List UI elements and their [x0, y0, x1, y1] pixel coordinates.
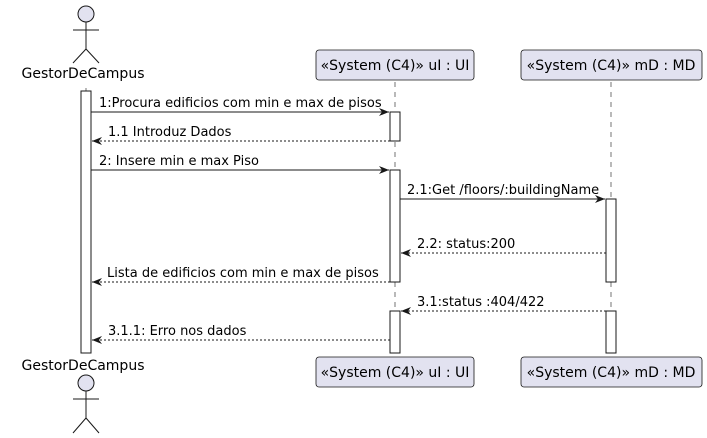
- message-label-m8: 3.1.1: Erro nos dados: [108, 324, 247, 339]
- activation-ui-3: [389, 310, 401, 354]
- participant-box-md-top: [520, 49, 703, 81]
- participant-box-ui-top: [315, 49, 475, 81]
- participant-box-ui-bottom: [315, 356, 475, 388]
- activation-ui-1: [389, 111, 401, 142]
- activation-md-2: [605, 310, 617, 354]
- activation-ui-2: [389, 169, 401, 283]
- activation-actor: [80, 90, 92, 354]
- actor-stick-figure-bottom-icon: [72, 374, 100, 434]
- participant-label-md-bottom: «System (C4)» mD : MD: [527, 365, 696, 381]
- actor-label-bottom: GestorDeCampus: [21, 358, 144, 374]
- message-label-m2: 1.1 Introduz Dados: [108, 125, 232, 140]
- message-label-m6: Lista de edificios com min e max de piso…: [107, 266, 379, 281]
- activation-md-1: [605, 198, 617, 283]
- actor-stick-figure-icon: [72, 5, 100, 64]
- message-label-m5: 2.2: status:200: [417, 237, 515, 252]
- message-label-m7: 3.1:status :404/422: [417, 295, 545, 310]
- message-label-m1: 1:Procura edificios com min e max de pis…: [99, 96, 382, 111]
- participant-box-md-bottom: [520, 356, 703, 388]
- participant-label-ui-bottom: «System (C4)» uI : UI: [321, 365, 470, 381]
- message-label-m3: 2: Insere min e max Piso: [99, 154, 259, 169]
- message-label-m4: 2.1:Get /floors/:buildingName: [407, 183, 599, 198]
- participant-label-ui-top: «System (C4)» uI : UI: [321, 58, 470, 74]
- participant-label-md-top: «System (C4)» mD : MD: [527, 58, 696, 74]
- actor-label-top: GestorDeCampus: [21, 66, 144, 82]
